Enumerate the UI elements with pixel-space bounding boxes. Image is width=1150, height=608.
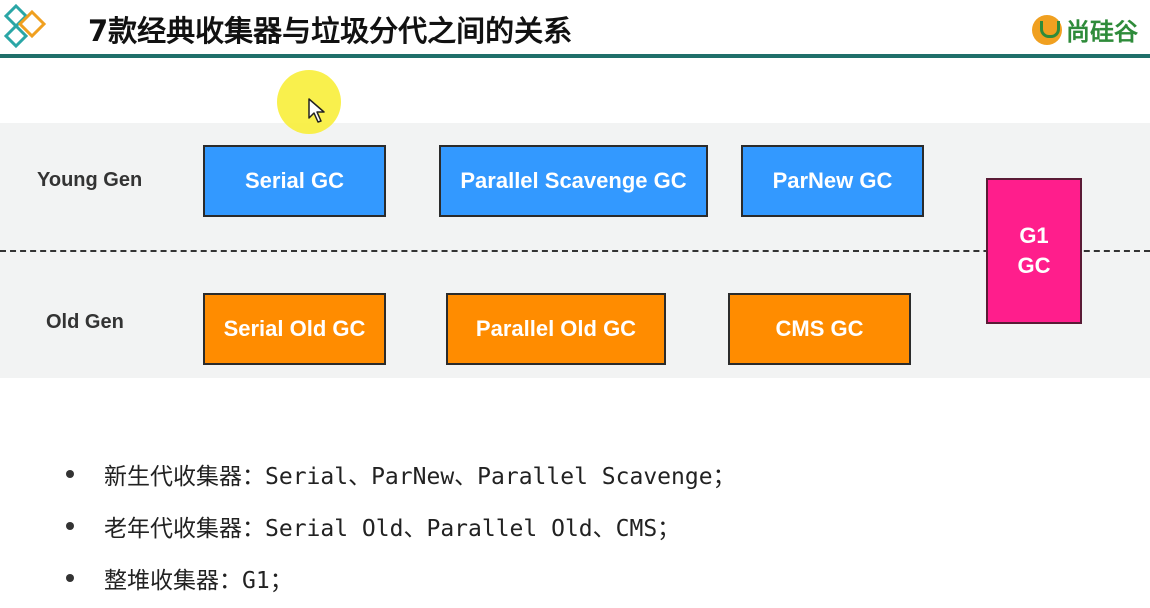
bullet-dot-icon	[66, 470, 74, 478]
slide-header: 7款经典收集器与垃圾分代之间的关系 尚硅谷	[0, 0, 1150, 58]
brand-logo: 尚硅谷	[1032, 12, 1138, 47]
old-gen-label: Old Gen	[46, 311, 124, 333]
diamonds-logo-icon	[3, 3, 47, 49]
slide-title: 7款经典收集器与垃圾分代之间的关系	[88, 14, 573, 48]
header-divider	[0, 54, 1150, 58]
list-item: 新生代收集器：Serial、ParNew、Parallel Scavenge；	[66, 448, 736, 500]
list-item: 老年代收集器：Serial Old、Parallel Old、CMS；	[66, 500, 736, 552]
g1-gc-label-line1: G1	[1019, 223, 1049, 248]
bullet-old-collectors: 老年代收集器：Serial Old、Parallel Old、CMS；	[104, 516, 681, 542]
young-gen-label: Young Gen	[37, 169, 143, 191]
bullet-young-collectors: 新生代收集器：Serial、ParNew、Parallel Scavenge；	[104, 464, 736, 490]
cms-gc-box: CMS GC	[728, 293, 911, 365]
collector-summary-list: 新生代收集器：Serial、ParNew、Parallel Scavenge； …	[66, 448, 736, 604]
g1-gc-box: G1 GC	[986, 178, 1082, 324]
serial-old-gc-box: Serial Old GC	[203, 293, 386, 365]
bullet-dot-icon	[66, 522, 74, 530]
bullet-whole-heap-collectors: 整堆收集器：G1；	[104, 568, 293, 594]
mouse-pointer-icon	[308, 98, 325, 123]
bullet-dot-icon	[66, 574, 74, 582]
generation-divider-line	[0, 250, 1150, 252]
parallel-scavenge-gc-box: Parallel Scavenge GC	[439, 145, 708, 217]
serial-gc-box: Serial GC	[203, 145, 386, 217]
parallel-old-gc-box: Parallel Old GC	[446, 293, 666, 365]
brand-mark-icon	[1032, 14, 1062, 45]
list-item: 整堆收集器：G1；	[66, 552, 736, 604]
brand-name: 尚硅谷	[1066, 18, 1138, 46]
g1-gc-label-line2: GC	[1017, 253, 1051, 278]
parnew-gc-box: ParNew GC	[741, 145, 924, 217]
